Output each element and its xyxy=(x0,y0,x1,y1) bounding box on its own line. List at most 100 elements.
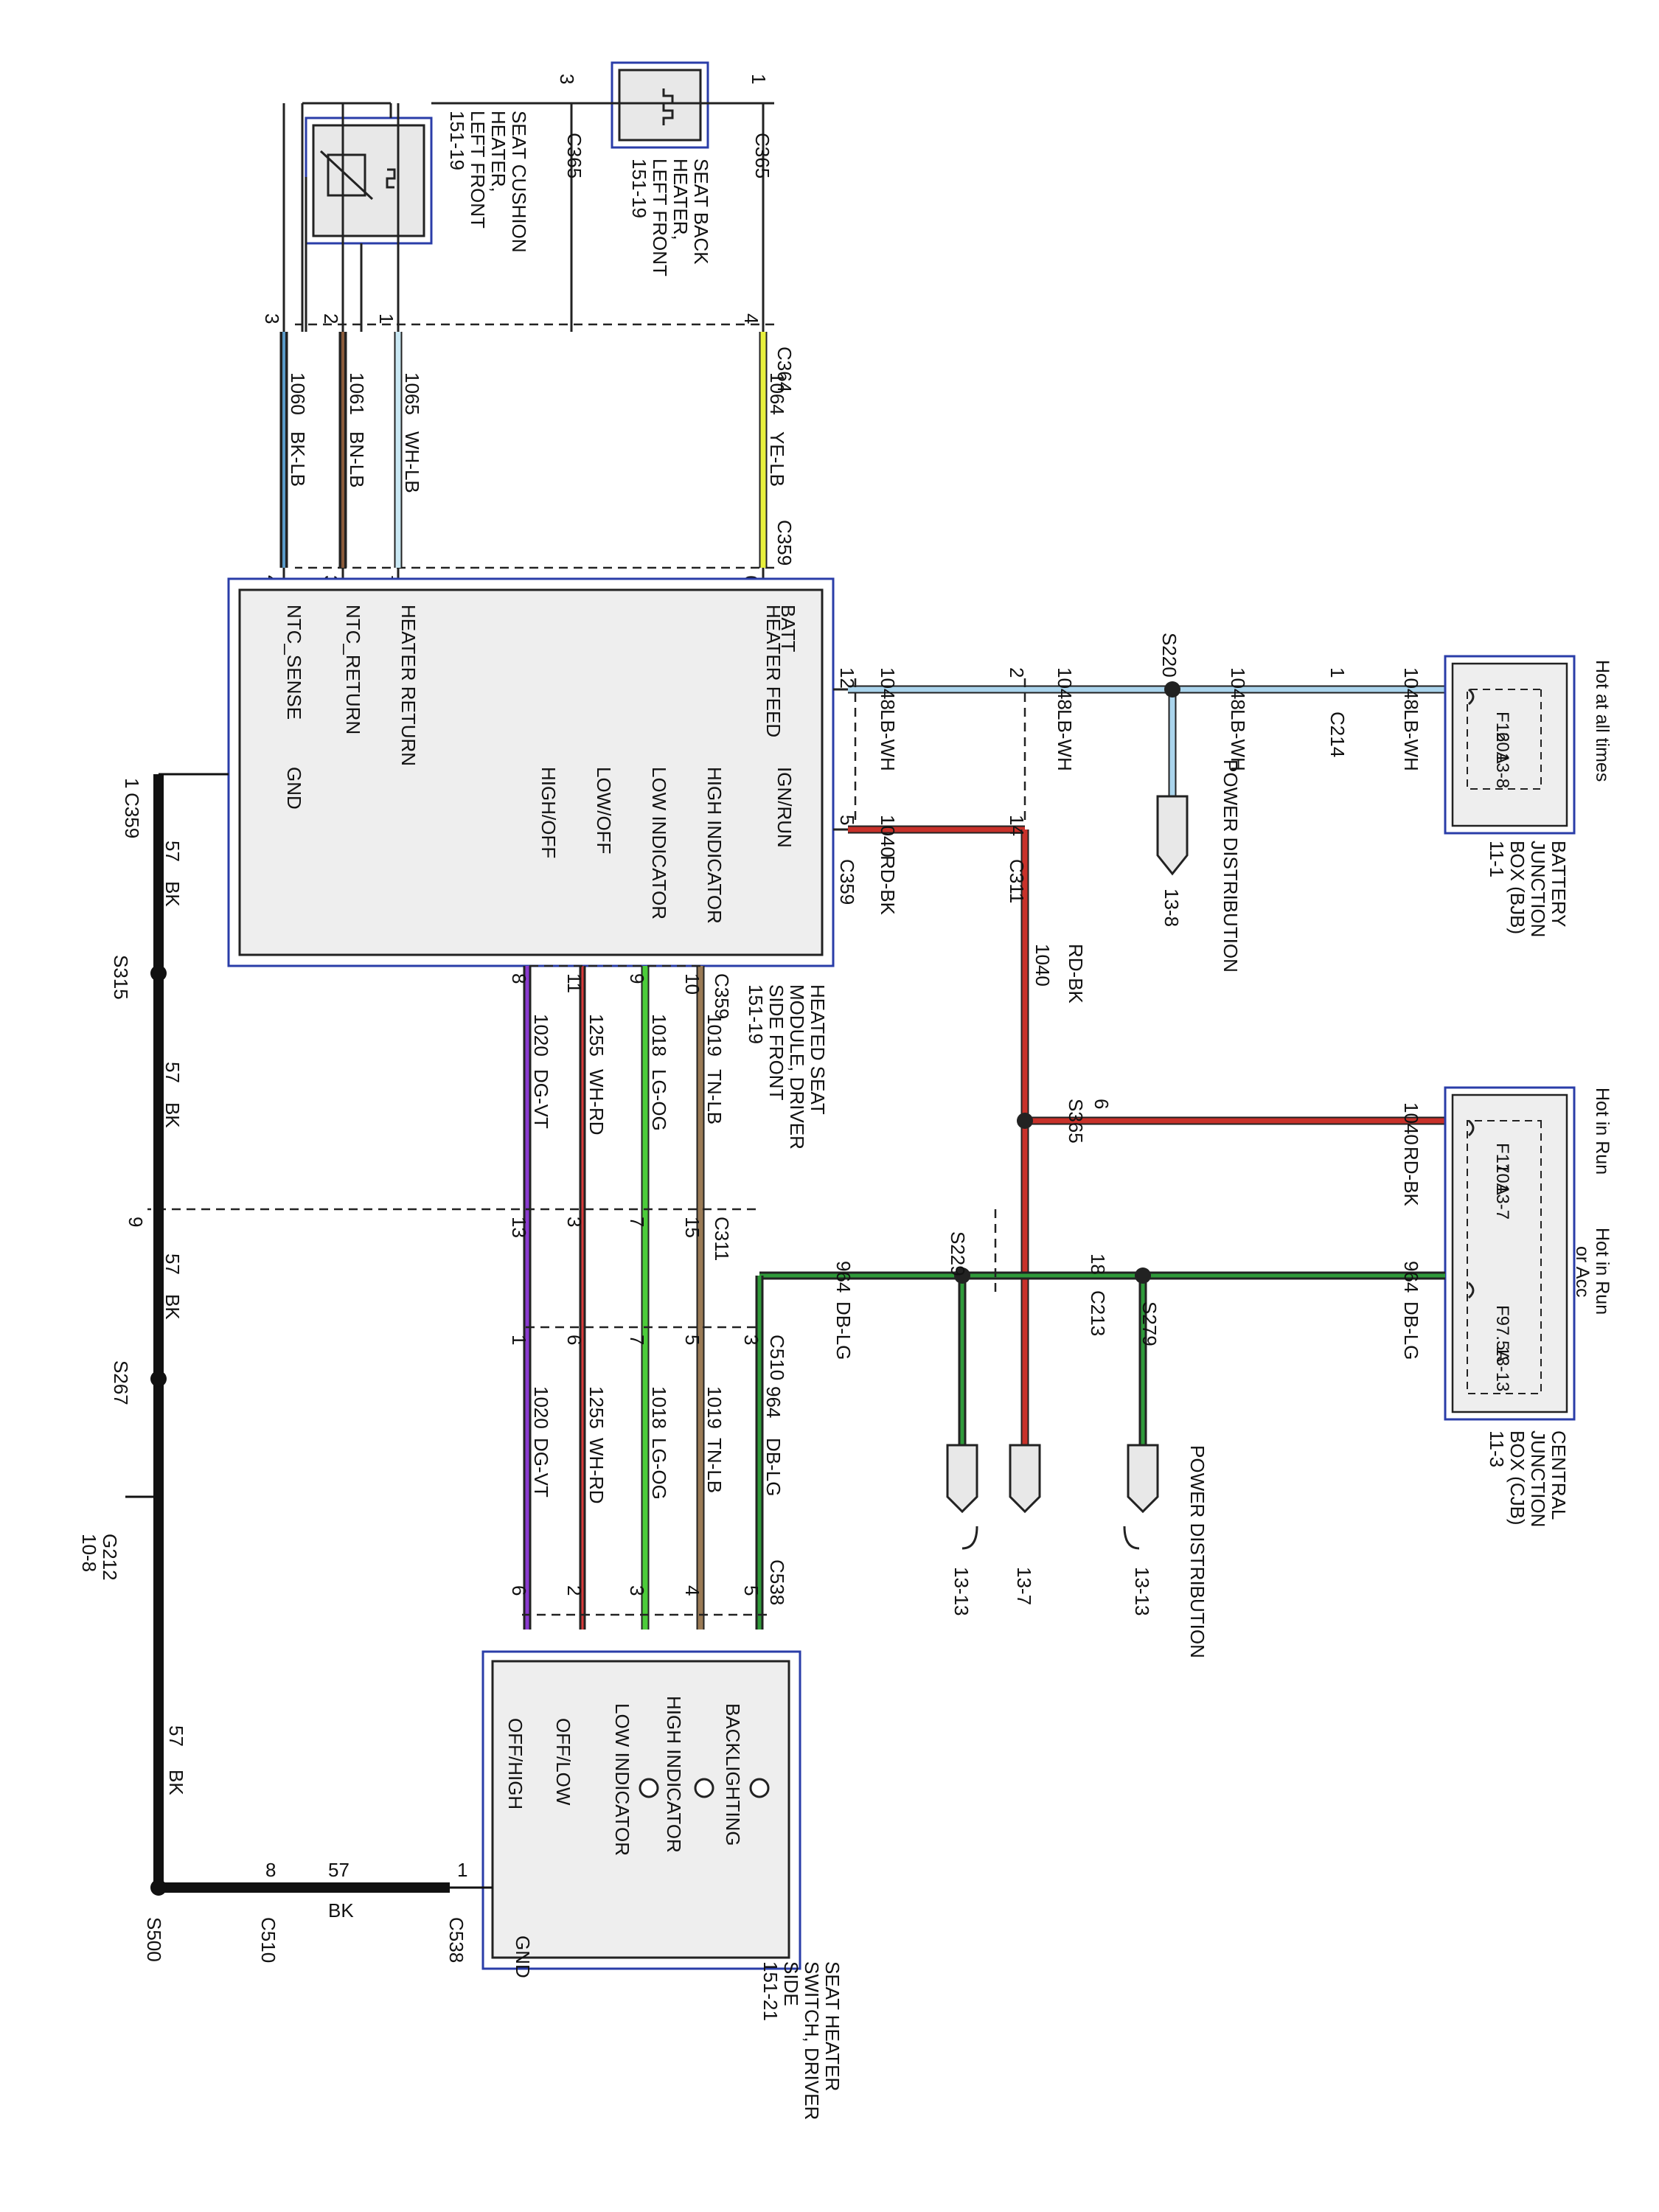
c510-pin3: 3 xyxy=(740,1335,762,1345)
c365-left-label: C365 xyxy=(563,133,585,178)
module-pin-gnd: GND xyxy=(283,767,305,810)
w1040-color-a: RD-BK xyxy=(877,855,899,916)
cjb-header-acc-1: Hot in Run xyxy=(1592,1228,1613,1315)
seat-back-heater: SEAT BACK HEATER, LEFT FRONT 151-19 xyxy=(611,61,712,276)
ground-57 xyxy=(125,773,229,1630)
w1040-circuit-c: 1040 xyxy=(1400,1102,1422,1145)
c359-pin5: 5 xyxy=(836,815,858,825)
c311-pin2: 2 xyxy=(1006,667,1028,678)
c-pin6: 6 xyxy=(1091,1099,1113,1109)
splice-s279-dot xyxy=(1135,1267,1151,1284)
module-name-2: MODULE, DRIVER xyxy=(786,984,808,1150)
w1020-circuit-a: 1020 xyxy=(530,1014,552,1057)
bjb-fuse-amp: 20A xyxy=(1492,732,1512,764)
w1019-circuit-b: 1019 xyxy=(703,1386,726,1429)
cushion-heater-name-1: SEAT CUSHION xyxy=(508,111,530,253)
w1018-circuit-b: 1018 xyxy=(648,1386,670,1429)
c538-pin5: 5 xyxy=(740,1585,762,1596)
w57-color-c: BK xyxy=(161,1294,184,1320)
c311-right-label: C311 xyxy=(1006,859,1028,903)
backlight-labels: 964 DB-LG 964 DB-LG S279 S229 18 C213 xyxy=(832,1231,1422,1360)
w1048-color-a: LB-WH xyxy=(877,709,899,771)
w1018-color-b: LG-OG xyxy=(648,1438,670,1500)
heater-element-icon xyxy=(662,88,674,125)
w57-color-a: BK xyxy=(161,881,184,907)
bjb-name-2: JUNCTION xyxy=(1527,841,1549,937)
w1020-color-b: DG-VT xyxy=(530,1438,552,1498)
cjb-f9-id: F9 xyxy=(1492,1305,1512,1326)
w1040-color-b: RD-BK xyxy=(1065,944,1087,1004)
cjb-f9-ref: 13-13 xyxy=(1492,1346,1512,1391)
c365-pin3: 3 xyxy=(556,74,578,84)
heater-wiring xyxy=(301,102,765,332)
c359-pin8: 8 xyxy=(508,973,530,984)
c365-pin1: 1 xyxy=(748,74,770,84)
cjb-header-acc-2: or Acc xyxy=(1572,1246,1593,1297)
power-distribution-ref-13-7: 13-7 xyxy=(1013,1567,1035,1605)
c311-pin15: 15 xyxy=(681,1217,703,1238)
w964-circuit-c: 964 xyxy=(762,1386,785,1418)
power-distribution-branches: POWER DISTRIBUTION 13-13 13-7 13-13 xyxy=(946,1444,1208,1658)
c359-gnd-pin1: 1 xyxy=(121,778,143,788)
w964-color-c: DB-LG xyxy=(762,1438,785,1496)
signal-labels: 1019 TN-LB 1018 LG-OG 1255 WH-RD 1020 DG… xyxy=(125,973,788,1605)
backlight-964 xyxy=(755,1209,1445,1630)
c359-top-label: C359 xyxy=(773,520,796,566)
cushion-heater-name-3: LEFT FRONT xyxy=(467,111,489,229)
cjb-f17-id: F17 xyxy=(1492,1143,1512,1173)
w964-color-a: DB-LG xyxy=(1400,1301,1422,1360)
splice-s315: S315 xyxy=(110,955,132,1000)
power-distribution-label: POWER DISTRIBUTION xyxy=(1220,759,1242,973)
c359-right-label: C359 xyxy=(836,859,858,905)
c364-pin2: 2 xyxy=(320,313,342,324)
c510-pin7: 7 xyxy=(626,1335,648,1345)
w1060-circuit: 1060 xyxy=(287,372,309,415)
thermistor-icon xyxy=(327,153,366,197)
c359-pin11: 11 xyxy=(563,973,585,993)
c364-label: C364 xyxy=(773,347,796,392)
w1048-color-d: LB-WH xyxy=(1400,709,1422,771)
w1065-color: WH-LB xyxy=(401,431,423,493)
w1040-circuit-a: 1040 xyxy=(877,815,899,858)
rotated-schematic: SEAT BACK HEATER, LEFT FRONT 151-19 SEAT… xyxy=(78,61,1613,1658)
seat-cushion-heater: SEAT CUSHION HEATER, LEFT FRONT 151-19 xyxy=(305,111,530,253)
module-pin-ntc-sense: NTC_SENSE xyxy=(283,605,305,720)
cjb-name-1: CENTRAL xyxy=(1548,1430,1570,1520)
splice-s229-dot xyxy=(954,1267,970,1284)
module-pin-high-off: HIGH/OFF xyxy=(538,767,560,858)
module-pin-high-indicator: HIGH INDICATOR xyxy=(703,767,726,924)
power-distribution-ref-13-13-a: 13-13 xyxy=(1131,1567,1153,1616)
signal-wires xyxy=(147,964,767,1630)
c359-gnd-label: C359 xyxy=(121,793,143,838)
c359-pin9: 9 xyxy=(626,973,648,984)
c510-pin5: 5 xyxy=(681,1335,703,1345)
c364-pin3: 3 xyxy=(261,313,283,324)
cushion-heater-name-2: HEATER, xyxy=(487,111,509,192)
power-distribution-ref-13-13-b: 13-13 xyxy=(950,1567,973,1616)
w964-circuit-b: 964 xyxy=(832,1261,855,1293)
c311-pin14: 14 xyxy=(1006,815,1028,836)
splice-s267-dot xyxy=(150,1371,167,1387)
bjb-header: Hot at all times xyxy=(1592,660,1613,782)
cjb-f17-amp: 10A xyxy=(1492,1164,1512,1195)
c510-pin1: 1 xyxy=(508,1335,530,1345)
c510-label: C510 xyxy=(766,1335,788,1380)
heater-connector-pins: 1 3 C365 C365 xyxy=(556,74,773,178)
w1048-circuit-c: 1048 xyxy=(1227,667,1249,710)
battery-junction-box: F16 20A 13-8 Hot at all times BATTERY JU… xyxy=(1444,655,1613,937)
c359-pin12: 12 xyxy=(836,667,858,689)
cjb-name-4: 11-3 xyxy=(1486,1430,1508,1467)
ground-g212: G212 xyxy=(99,1534,121,1581)
module-name-3: SIDE FRONT xyxy=(765,984,787,1101)
w1064-color: YE-LB xyxy=(766,431,788,487)
w1019-color-a: TN-LB xyxy=(703,1069,726,1124)
ign-run-labels: 1040 RD-BK 1040 RD-BK 1040 RD-BK S365 5 … xyxy=(836,815,1422,1207)
module-pin-ntc-return: NTC_RETURN xyxy=(342,605,364,734)
w1061-circuit: 1061 xyxy=(346,372,368,415)
c538-pin3: 3 xyxy=(626,1585,648,1596)
w964-circuit-a: 964 xyxy=(1400,1261,1422,1293)
bjb-fuse-ref: 13-8 xyxy=(1492,753,1512,788)
w1048-circuit-b: 1048 xyxy=(1054,667,1076,710)
central-junction-box: F17 10A 13-7 F9 7.5A 13-13 Hot in Run Ho… xyxy=(1444,1086,1613,1527)
